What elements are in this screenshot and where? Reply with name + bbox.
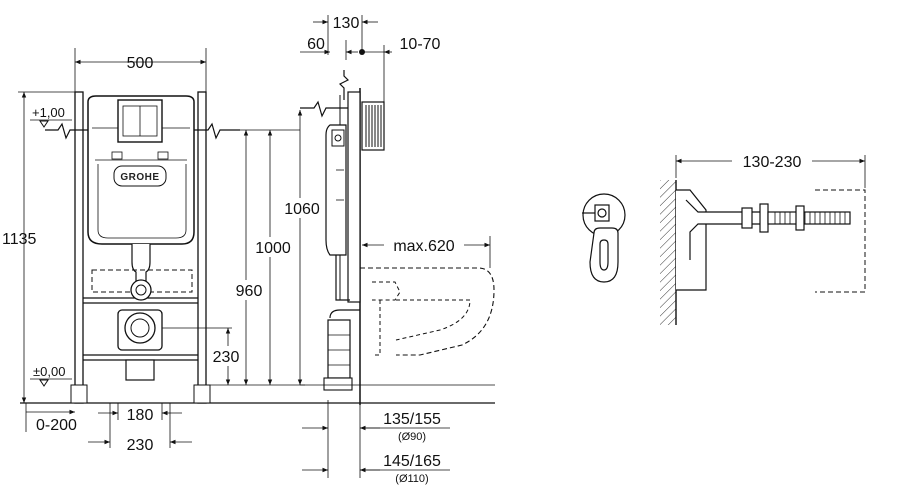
dimension-60-label: 60 (307, 36, 325, 53)
brand-label: GROHE (120, 172, 159, 183)
dimension-135-155-label: 135/155 (383, 411, 441, 428)
wall-hatch (660, 180, 676, 325)
dimension-130-230-label: 130-230 (743, 154, 802, 171)
level-zero-marker (39, 379, 49, 387)
frame-left-upright (74, 91, 84, 404)
level-top-label: +1,00 (32, 105, 65, 120)
dimension-0-200-label: 0-200 (36, 417, 77, 434)
dimension-1135-label: 1135 (2, 231, 37, 248)
threaded-rod (767, 211, 851, 225)
dimension-230-height-label: 230 (213, 349, 240, 366)
level-top-marker (39, 120, 49, 128)
dimension-dia-110-label: (Ø110) (395, 473, 428, 485)
brand-badge (113, 165, 167, 187)
dimension-180-label: 180 (127, 407, 154, 424)
dimension-230-width-label: 230 (127, 437, 154, 454)
frame-left-foot (70, 384, 88, 404)
wc-bowl-dashed (360, 267, 495, 356)
frame-right-upright (197, 91, 207, 404)
level-zero-label: ±0,00 (33, 364, 65, 379)
dimension-1000-label: 1000 (255, 240, 291, 257)
dimension-130-label: 130 (333, 15, 360, 32)
cistern-side (325, 124, 347, 256)
bracket-front-detail (582, 193, 626, 283)
bracket-side-detail: 130-230 (660, 150, 866, 325)
dimension-max-620-label: max.620 (393, 238, 454, 255)
dimension-500-label: 500 (127, 55, 154, 72)
dimension-1060-label: 1060 (284, 201, 320, 218)
frame-right-foot (193, 384, 211, 404)
front-view: GROHE 500 1135 +1,00 ±0,00 (0, 48, 495, 454)
dimension-960-label: 960 (236, 283, 263, 300)
waste-pipe-side (327, 319, 351, 379)
dimension-dia-90-label: (Ø90) (398, 431, 426, 443)
bracket-plate-front (589, 227, 619, 283)
side-view: 130 60 10-70 max.620 135/155 (Ø90) 145/1… (300, 15, 495, 485)
dimension-10-70-label: 10-70 (400, 36, 441, 53)
dimension-145-165-label: 145/165 (383, 453, 441, 470)
ceramic-outline-dashed (815, 189, 866, 293)
